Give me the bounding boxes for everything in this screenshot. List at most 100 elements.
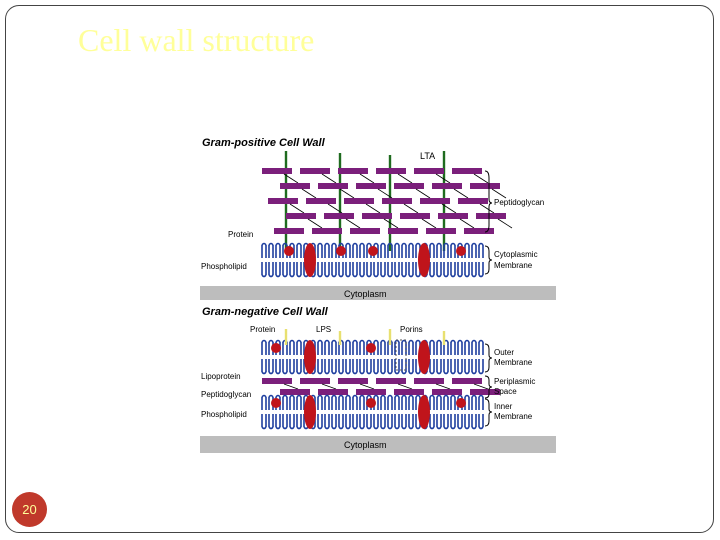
phospholipid-head — [275, 394, 281, 398]
phospholipid — [345, 342, 351, 355]
peptidoglycan-strand — [400, 213, 430, 219]
gn-phospholipid-label: Phospholipid — [201, 410, 247, 419]
phospholipid — [471, 262, 477, 275]
gp-membrane-label: Membrane — [494, 261, 533, 270]
phospholipid — [352, 342, 358, 355]
phospholipid-head — [478, 339, 484, 343]
peptidoglycan-strand — [414, 378, 444, 384]
phospholipid — [261, 359, 267, 372]
gn-cytoplasm-label: Cytoplasm — [344, 440, 387, 450]
phospholipid-head — [436, 426, 442, 430]
phospholipid — [394, 414, 400, 427]
phospholipid — [387, 342, 393, 355]
cross-link — [301, 188, 317, 199]
phospholipid-head — [261, 339, 267, 343]
cross-link — [397, 173, 413, 184]
gram-positive-cytoplasmic-membrane — [261, 242, 484, 278]
phospholipid — [478, 245, 484, 258]
peptidoglycan-strand — [394, 183, 424, 189]
phospholipid-head — [401, 339, 407, 343]
phospholipid — [289, 342, 295, 355]
cross-link — [365, 203, 381, 214]
phospholipid-head — [408, 371, 414, 375]
phospholipid — [296, 414, 302, 427]
phospholipid — [471, 342, 477, 355]
phospholipid-head — [338, 426, 344, 430]
phospholipid — [429, 359, 435, 372]
phospholipid-head — [296, 371, 302, 375]
phospholipid-head — [415, 274, 421, 278]
phospholipid — [261, 414, 267, 427]
phospholipid-head — [471, 242, 477, 246]
phospholipid — [401, 245, 407, 258]
phospholipid — [450, 397, 456, 410]
phospholipid-head — [359, 274, 365, 278]
phospholipid — [331, 245, 337, 258]
phospholipid — [380, 397, 386, 410]
phospholipid-head — [331, 426, 337, 430]
peptidoglycan-strand — [376, 168, 406, 174]
phospholipid-head — [394, 242, 400, 246]
peptidoglycan-strand — [388, 228, 418, 234]
phospholipid — [338, 262, 344, 275]
gp-membrane-brace — [484, 245, 493, 275]
phospholipid — [359, 359, 365, 372]
gp-phospholipid-label: Phospholipid — [201, 262, 247, 271]
phospholipid-head — [345, 242, 351, 246]
phospholipid — [359, 414, 365, 427]
phospholipid — [478, 397, 484, 410]
phospholipid-head — [366, 274, 372, 278]
phospholipid-head — [261, 274, 267, 278]
phospholipid-head — [338, 371, 344, 375]
phospholipid — [331, 414, 337, 427]
cross-link — [435, 173, 451, 184]
peptidoglycan-strand — [262, 378, 292, 384]
phospholipid — [408, 397, 414, 410]
gram-negative-title: Gram-negative Cell Wall — [202, 306, 329, 318]
phospholipid-head — [457, 242, 463, 246]
phospholipid-head — [359, 394, 365, 398]
peptidoglycan-strand — [312, 228, 342, 234]
phospholipid-head — [352, 274, 358, 278]
phospholipid-head — [366, 242, 372, 246]
phospholipid-head — [324, 426, 330, 430]
phospholipid-head — [366, 426, 372, 430]
phospholipid-head — [296, 339, 302, 343]
phospholipid — [471, 397, 477, 410]
phospholipid-head — [457, 274, 463, 278]
phospholipid — [436, 414, 442, 427]
phospholipid-head — [352, 426, 358, 430]
phospholipid-head — [450, 339, 456, 343]
peptidoglycan-strand — [350, 228, 380, 234]
cross-link — [359, 383, 375, 390]
phospholipid — [450, 342, 456, 355]
phospholipid — [478, 359, 484, 372]
membrane-protein — [366, 398, 376, 408]
gn-porins-label: Porins — [400, 325, 423, 334]
phospholipid-head — [296, 242, 302, 246]
phospholipid-head — [443, 371, 449, 375]
peptidoglycan-strand — [458, 198, 488, 204]
phospholipid-head — [478, 371, 484, 375]
phospholipid — [317, 397, 323, 410]
phospholipid — [429, 397, 435, 410]
phospholipid — [401, 397, 407, 410]
gn-lipoprotein-label: Lipoprotein — [201, 372, 241, 381]
phospholipid-head — [373, 394, 379, 398]
phospholipid — [387, 245, 393, 258]
membrane-protein — [336, 246, 346, 256]
phospholipid-head — [275, 339, 281, 343]
gp-cytoplasmic-label: Cytoplasmic — [494, 250, 538, 259]
cross-link — [435, 383, 451, 390]
membrane-protein — [271, 343, 281, 353]
gn-periplasmic-brace — [484, 375, 493, 399]
phospholipid-head — [380, 371, 386, 375]
phospholipid-head — [338, 274, 344, 278]
peptidoglycan-strand — [306, 198, 336, 204]
gn-cytoplasm-band — [200, 436, 556, 453]
cross-link — [345, 218, 361, 229]
phospholipid — [345, 359, 351, 372]
membrane-protein — [304, 340, 316, 374]
gn-lps-label: LPS — [316, 325, 331, 334]
phospholipid-head — [373, 242, 379, 246]
